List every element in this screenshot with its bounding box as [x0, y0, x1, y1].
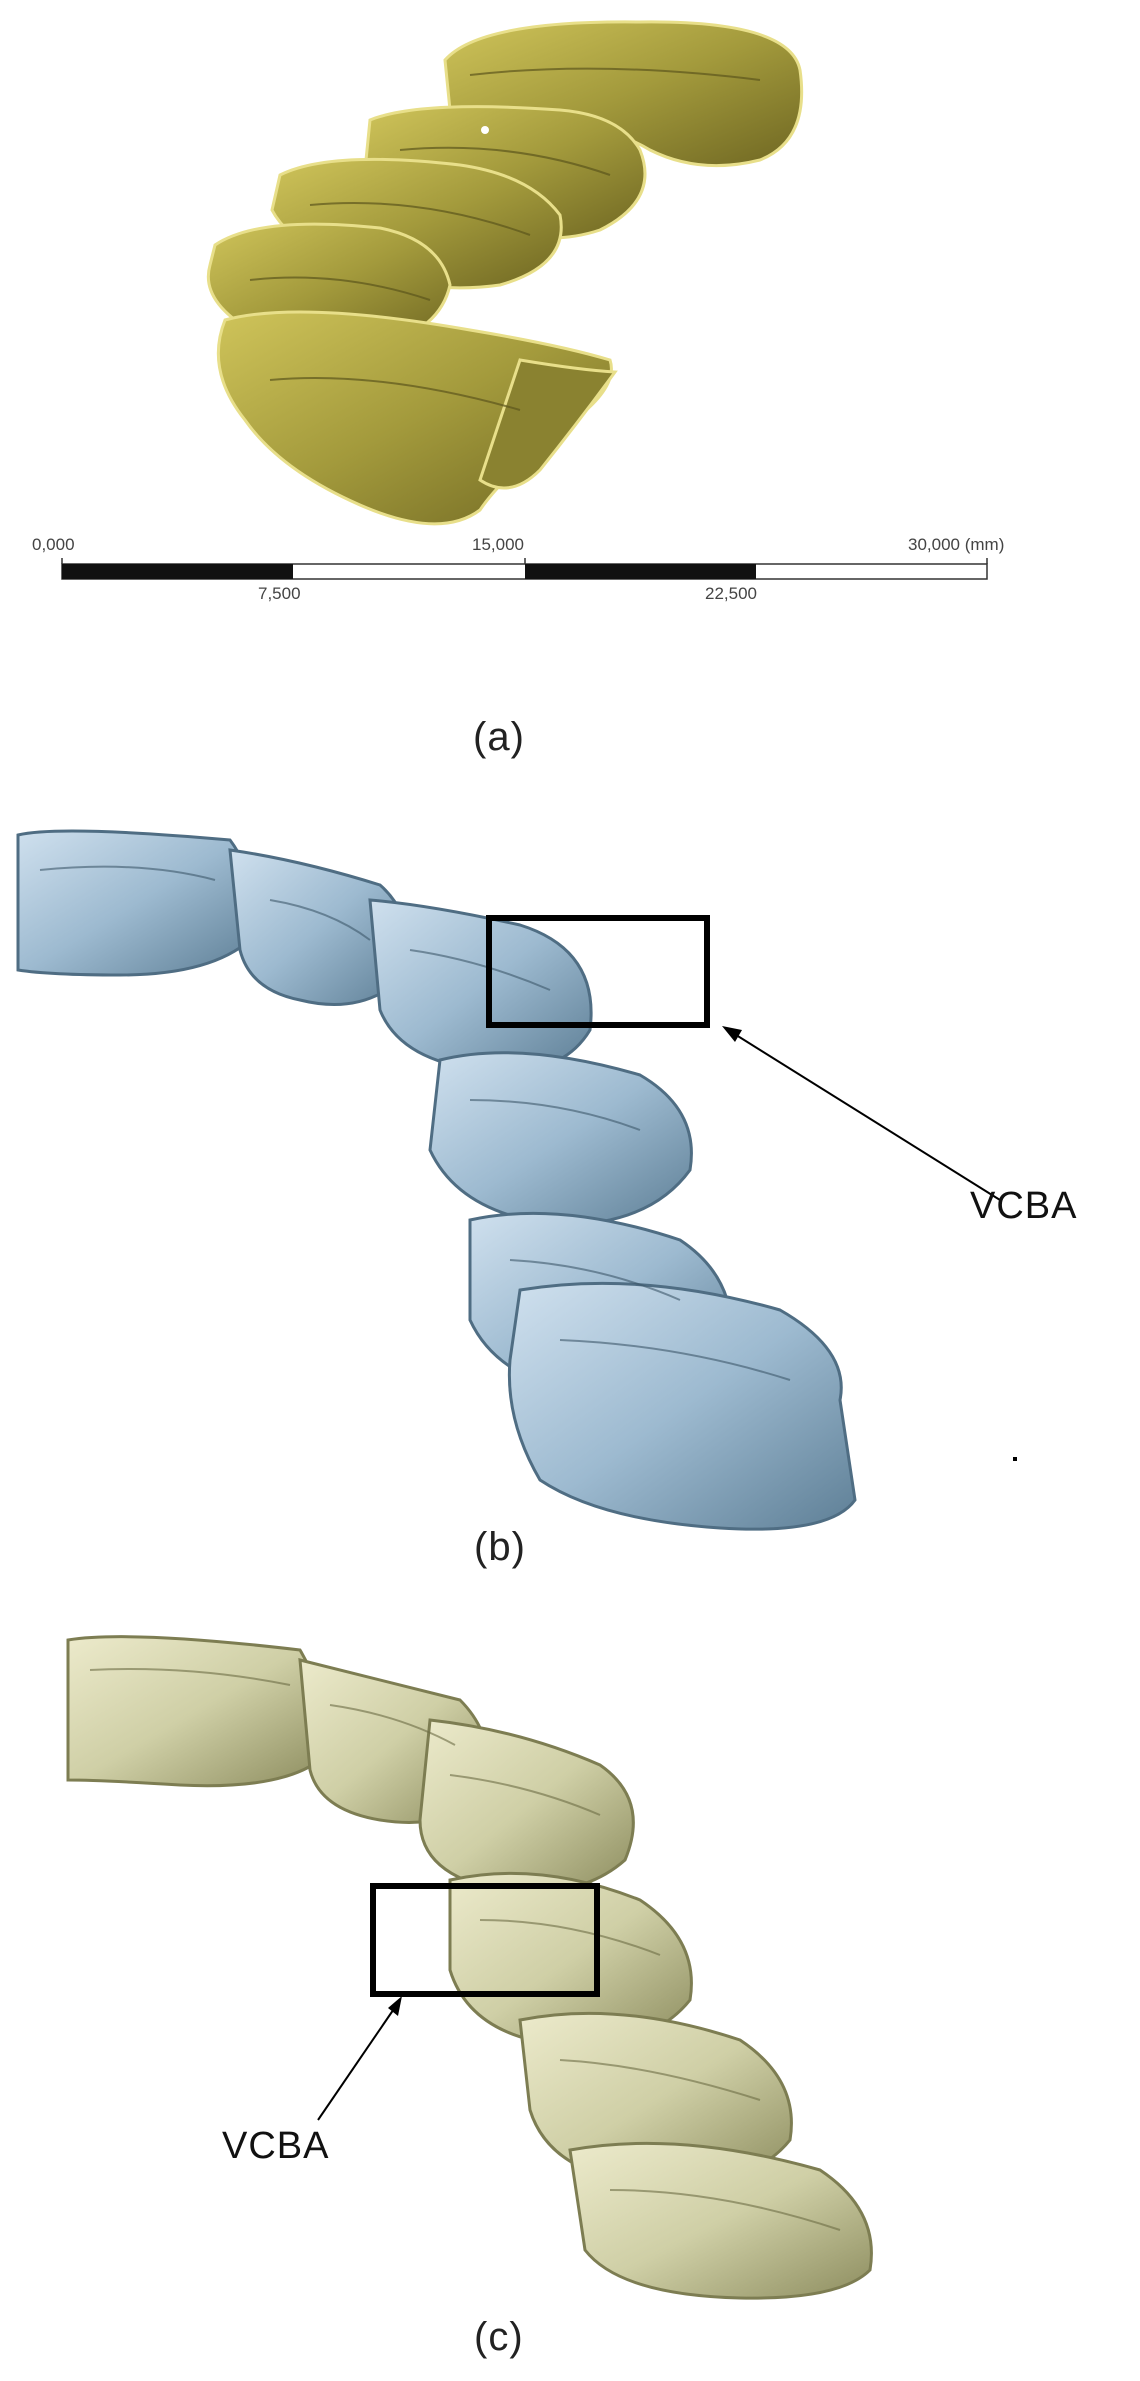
vcba-arrow-c — [317, 1999, 401, 2121]
stray-mark — [1013, 1457, 1017, 1461]
scale-bar — [61, 558, 988, 580]
model-b-segment-4 — [428, 1051, 693, 1227]
model-b-segment-3 — [368, 898, 593, 1074]
panel-b-model — [16, 829, 857, 1531]
vcba-box-b — [486, 915, 710, 1028]
panel-label-b: (b) — [474, 1525, 526, 1569]
model-b-segment-6 — [507, 1281, 857, 1531]
scale-tick-15: 15,000 — [472, 535, 524, 554]
scale-tick-7500: 7,500 — [258, 584, 301, 603]
scale-tick-30: 30,000 (mm) — [908, 535, 1005, 554]
model-c-segment-6 — [568, 2141, 873, 2300]
model-a-tail — [478, 358, 618, 490]
model-c-segment-4 — [448, 1871, 693, 2047]
panel-b-annotation — [486, 915, 1001, 1201]
vcba-label-c: VCBA — [222, 2125, 330, 2167]
scale-tick-22500: 22,500 — [705, 584, 757, 603]
panel-label-c: (c) — [474, 2315, 524, 2359]
panel-c-annotation — [317, 1883, 600, 2121]
panel-c-model — [66, 1635, 873, 2300]
scale-segment-1 — [62, 564, 293, 579]
scale-tick-0: 0,000 — [32, 535, 75, 554]
model-c-segment-3 — [418, 1718, 635, 1894]
vcba-arrow-b — [724, 1027, 1001, 1201]
scale-segment-3 — [525, 564, 756, 579]
vcba-box-c — [370, 1883, 600, 1997]
panel-a-model — [206, 20, 804, 526]
vcba-label-b: VCBA — [970, 1185, 1078, 1227]
panel-label-a: (a) — [473, 715, 525, 759]
